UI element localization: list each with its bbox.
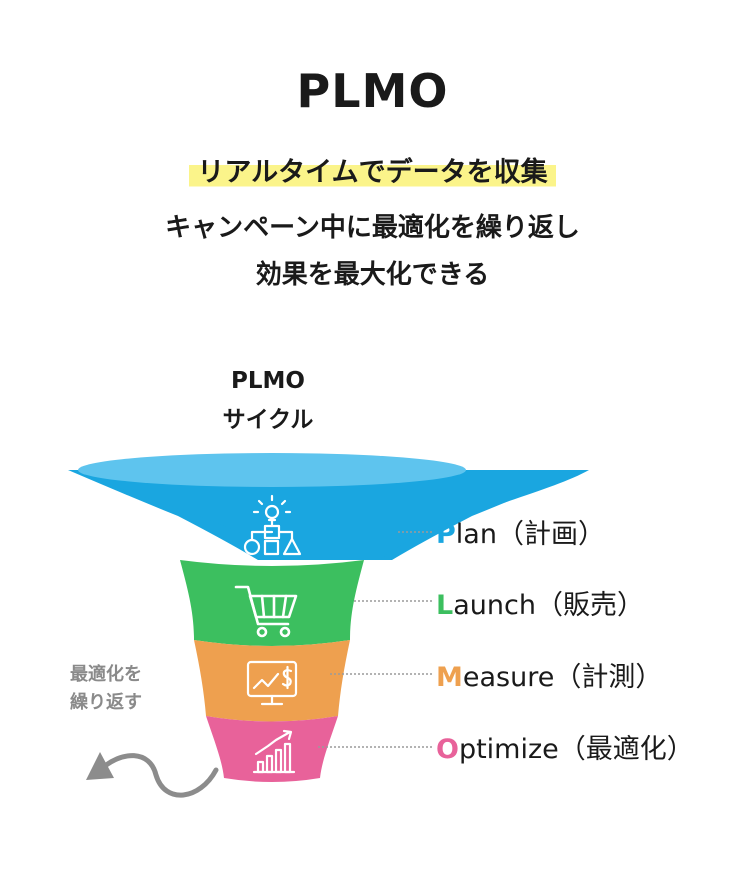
page-title: PLMO [296, 64, 449, 118]
subtitle-line-2: 効果を最大化できる [255, 260, 490, 290]
subtitle-line-1: キャンペーン中に最適化を繰り返し [165, 213, 580, 243]
highlight-text: リアルタイムでデータを収集 [189, 148, 556, 189]
funnel-segment-plan-body [78, 470, 589, 560]
stage-launch-initial: L [436, 590, 454, 621]
bar-chart-growth-icon [252, 729, 296, 774]
stage-measure-label: easure（計測） [462, 662, 663, 693]
stage-launch: Launch（販売） [436, 583, 644, 622]
funnel-segment-launch-body [180, 560, 364, 646]
stage-optimize: Optimize（最適化） [436, 727, 694, 766]
highlight-banner: リアルタイムでデータを収集 [0, 148, 745, 189]
stage-optimize-label: ptimize（最適化） [458, 734, 694, 765]
funnel-rim [78, 453, 466, 487]
stage-plan-label: lan（計画） [455, 519, 605, 550]
stage-plan-initial: P [436, 519, 456, 550]
funnel-segment-optimize [206, 716, 338, 782]
lightbulb-shapes-icon [243, 494, 302, 556]
shopping-cart-icon [234, 585, 298, 638]
cycle-label-line-1: PLMO [231, 368, 305, 394]
stage-optimize-initial: O [436, 734, 459, 765]
stage-measure-initial: M [436, 662, 463, 693]
cycle-label-line-2: サイクル [222, 407, 314, 433]
loop-arrow-icon [86, 752, 219, 798]
monitor-chart-dollar-icon [246, 660, 298, 706]
loop-label-line-2: 繰り返す [70, 692, 142, 713]
stage-plan: Plan（計画） [436, 512, 605, 551]
stage-measure: Measure（計測） [436, 655, 662, 694]
stage-launch-label: aunch（販売） [453, 590, 644, 621]
loop-label-line-1: 最適化を [70, 664, 142, 685]
